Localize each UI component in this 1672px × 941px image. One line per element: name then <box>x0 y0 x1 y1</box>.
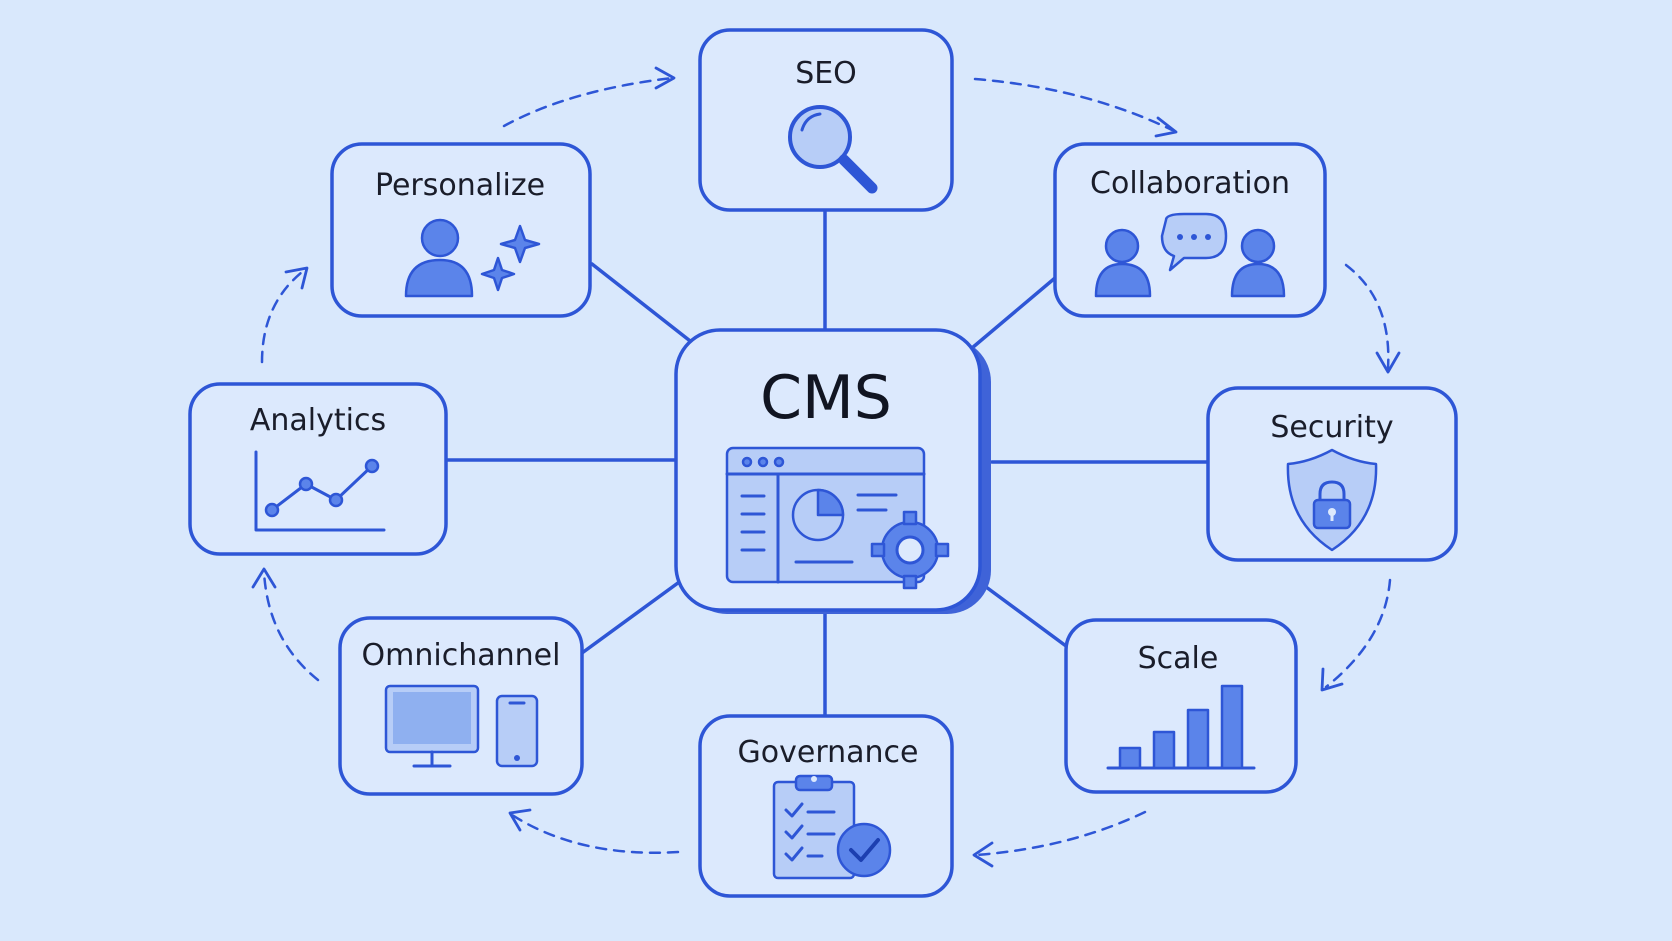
bar-chart-icon <box>1106 684 1256 770</box>
node-scale-label: Scale <box>1138 641 1219 676</box>
flow-seo-to-collaboration <box>973 77 1174 132</box>
node-governance: Governance <box>698 714 954 898</box>
node-analytics: Analytics <box>188 382 448 556</box>
clipboard-check-icon <box>772 774 892 880</box>
flow-governance-to-omnichannel <box>510 813 680 854</box>
flow-security-to-scale <box>1324 578 1392 689</box>
flow-analytics-to-personalize <box>260 270 304 364</box>
flow-personalize-to-seo <box>502 76 674 128</box>
magnifier-icon <box>788 105 878 194</box>
node-collaboration: Collaboration <box>1053 142 1327 318</box>
flow-scale-to-governance <box>974 810 1147 857</box>
connector-personalize <box>590 262 696 346</box>
flow-omnichannel-to-analytics <box>262 570 320 682</box>
cycle-arrows <box>251 66 1401 868</box>
node-governance-label: Governance <box>738 735 919 770</box>
people-chat-icon <box>1094 212 1286 298</box>
node-collaboration-label: Collaboration <box>1090 166 1290 201</box>
node-security-label: Security <box>1270 410 1393 445</box>
node-personalize: Personalize <box>330 142 592 318</box>
shield-lock-icon <box>1286 448 1378 552</box>
node-scale: Scale <box>1064 618 1298 794</box>
node-analytics-box <box>188 382 448 556</box>
node-omnichannel: Omnichannel <box>338 616 584 796</box>
dashboard-gear-icon <box>725 446 950 590</box>
node-seo-label: SEO <box>795 56 857 91</box>
node-security: Security <box>1206 386 1458 562</box>
cms-hub: CMS <box>674 328 991 614</box>
connector-scale <box>980 582 1068 648</box>
node-analytics-label: Analytics <box>250 403 386 438</box>
connector-omnichannel <box>580 578 684 655</box>
flow-collaboration-to-security <box>1344 263 1390 370</box>
user-sparkle-icon <box>404 218 541 298</box>
node-seo: SEO <box>698 28 954 212</box>
node-personalize-label: Personalize <box>375 168 545 203</box>
connectors <box>444 210 1210 718</box>
node-personalize-box <box>330 142 592 318</box>
node-omnichannel-label: Omnichannel <box>362 638 561 673</box>
connector-collaboration <box>970 276 1057 350</box>
devices-icon <box>384 684 539 768</box>
line-chart-icon <box>254 450 386 532</box>
cms-hub-label: CMS <box>760 363 892 433</box>
